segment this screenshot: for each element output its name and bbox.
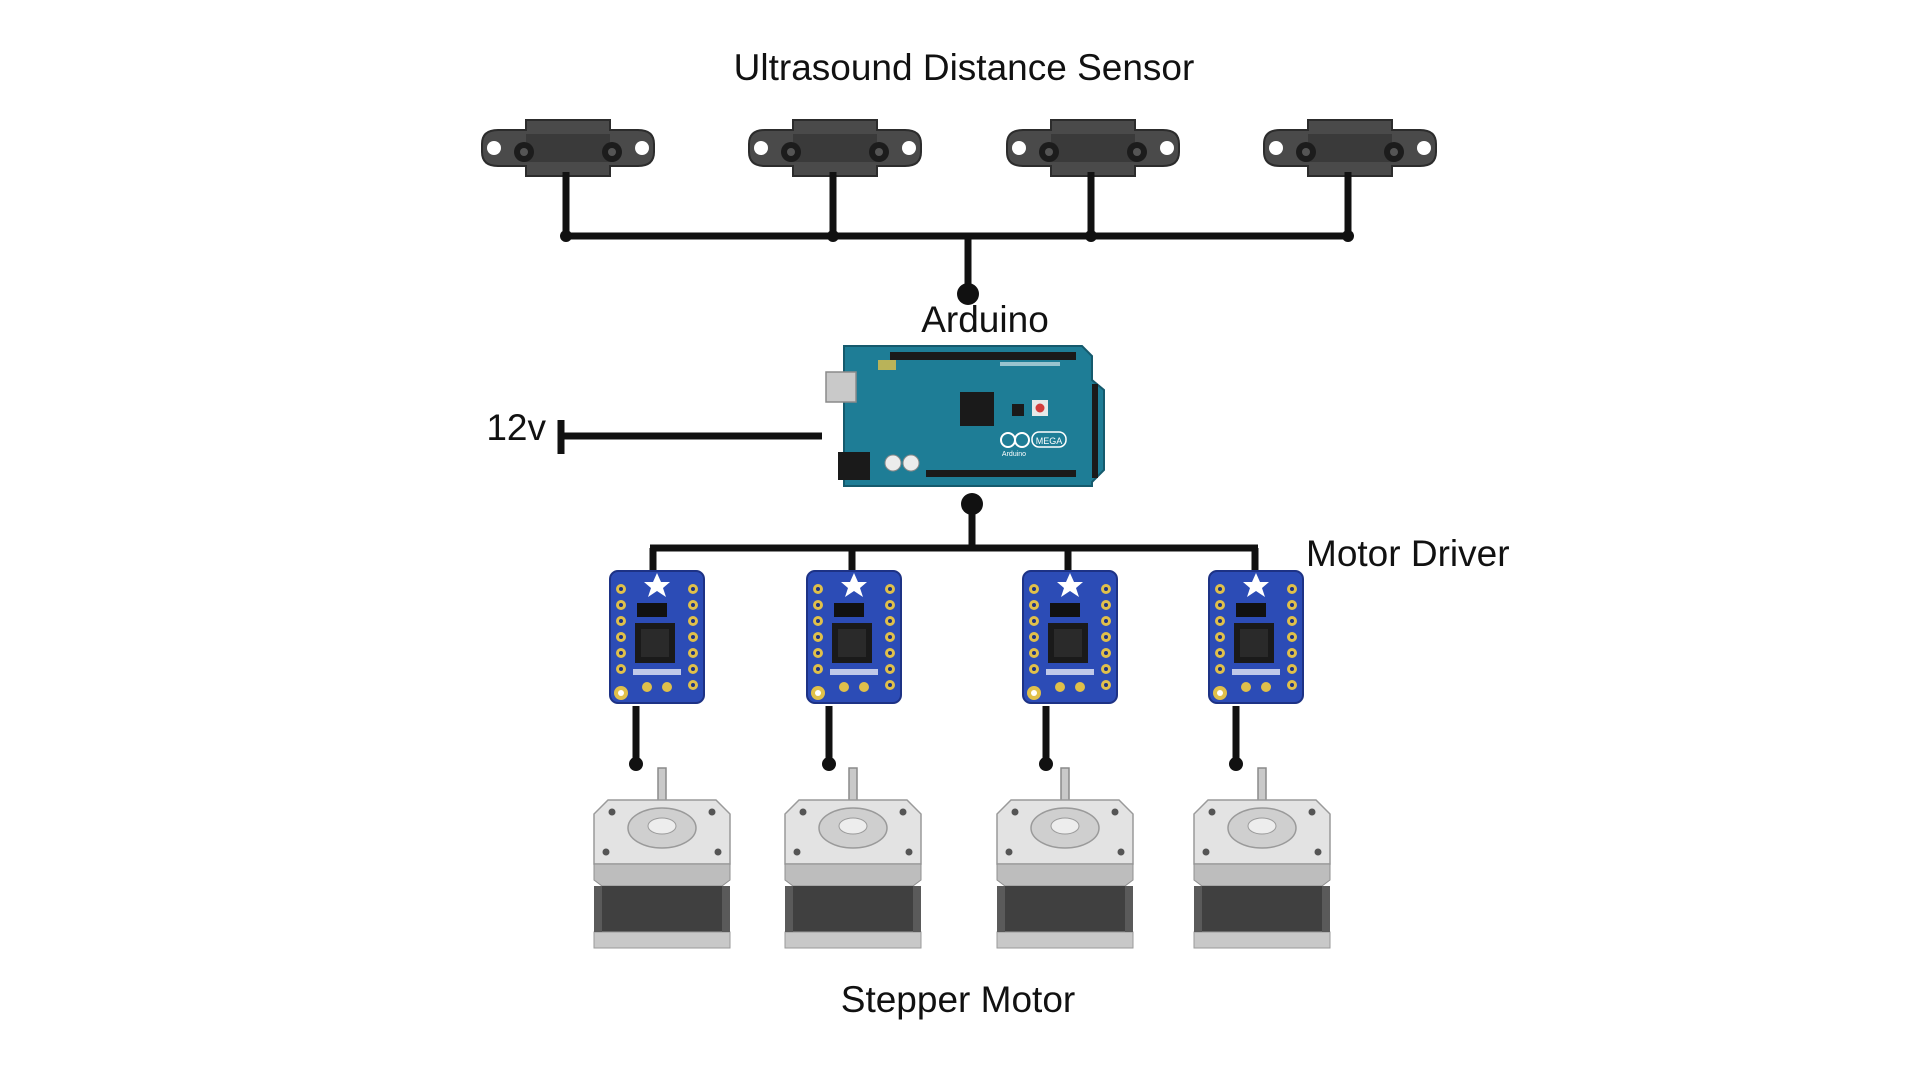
stepper-motor-3 bbox=[996, 767, 1134, 949]
reset-button bbox=[1035, 403, 1045, 413]
arduino-logo-icon bbox=[1000, 432, 1030, 448]
board-brand-text: Arduino bbox=[1002, 451, 1026, 458]
power-jack bbox=[838, 452, 870, 480]
arduino-mega-board: MEGA Arduino bbox=[825, 345, 1105, 487]
bus-junction-dot bbox=[1085, 230, 1097, 242]
bus-junction-dot bbox=[560, 230, 572, 242]
stepper-motor-4 bbox=[1193, 767, 1331, 949]
ultrasound-sensor-2 bbox=[748, 119, 922, 177]
capacitor bbox=[902, 454, 920, 472]
stepper-motor-1 bbox=[593, 767, 731, 949]
driver-bus bbox=[649, 493, 1259, 574]
usb-port bbox=[825, 371, 857, 403]
motor-wires bbox=[629, 706, 1243, 771]
motor-driver-1 bbox=[609, 570, 705, 704]
motor-driver-3 bbox=[1022, 570, 1118, 704]
sensor-bus bbox=[560, 172, 1354, 305]
power-supply-label: 12v bbox=[486, 407, 546, 448]
sensor-group-label: Ultrasound Distance Sensor bbox=[734, 47, 1195, 88]
arduino-label: Arduino bbox=[921, 299, 1049, 340]
board-model-text: MEGA bbox=[1036, 436, 1063, 446]
arduino-input-dot bbox=[957, 283, 979, 305]
motor-driver-2 bbox=[806, 570, 902, 704]
ultrasound-sensor-4 bbox=[1263, 119, 1437, 177]
bus-junction-dot bbox=[827, 230, 839, 242]
ultrasound-sensor-1 bbox=[481, 119, 655, 177]
motor-4-connector-dot bbox=[1229, 757, 1243, 771]
stepper-motor-2 bbox=[784, 767, 922, 949]
motor-driver-label: Motor Driver bbox=[1306, 533, 1510, 574]
motor-1-connector-dot bbox=[629, 757, 643, 771]
motor-3-connector-dot bbox=[1039, 757, 1053, 771]
motor-2-connector-dot bbox=[822, 757, 836, 771]
ultrasound-sensor-3 bbox=[1006, 119, 1180, 177]
bus-junction-dot bbox=[1342, 230, 1354, 242]
motor-driver-4 bbox=[1208, 570, 1304, 704]
power-wire bbox=[557, 420, 822, 454]
mcu-chip bbox=[960, 392, 994, 426]
stepper-motor-label: Stepper Motor bbox=[841, 979, 1075, 1020]
capacitor bbox=[884, 454, 902, 472]
